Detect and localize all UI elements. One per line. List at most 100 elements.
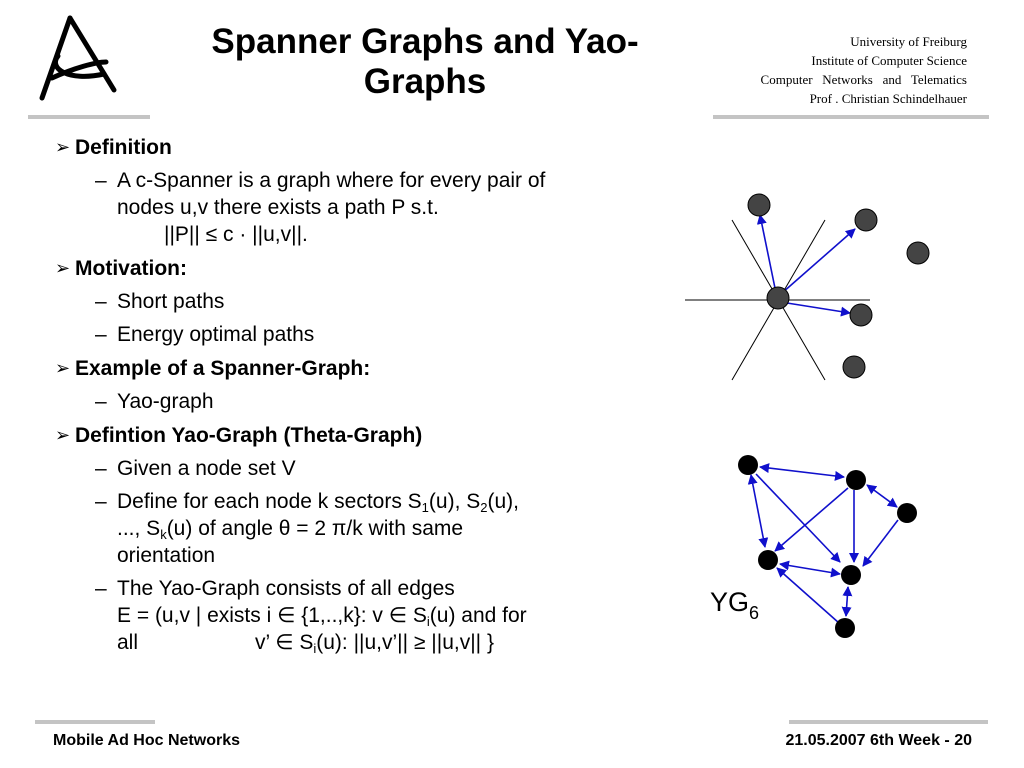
subscript: i	[426, 614, 430, 629]
graph-node	[849, 303, 873, 327]
sub-bullet-definition: – A c-Spanner is a graph where for every…	[55, 167, 695, 248]
dash: –	[95, 323, 107, 346]
edge-arrow	[866, 484, 898, 508]
text-line: all v’ ∈ Si(u): ||u,v’|| ≥ ||u,v|| }	[117, 629, 695, 656]
institution-line-3: Computer Networks and Telematics	[760, 72, 967, 87]
graph-node	[835, 618, 855, 638]
graph-node	[766, 286, 790, 310]
dash: –	[95, 577, 107, 600]
sub-bullet-edges: – The Yao-Graph consists of all edges E …	[55, 575, 695, 656]
sector-graph-diagram	[685, 193, 878, 381]
dash: –	[95, 390, 107, 413]
dash: –	[95, 490, 107, 513]
yao-graph-diagram	[738, 455, 917, 638]
isolated-node	[906, 241, 930, 265]
dash: –	[95, 169, 107, 192]
graph-node	[846, 470, 866, 490]
text-run: Define for each node k sectors S	[117, 490, 422, 513]
graph-node	[758, 550, 778, 570]
label-text: YG	[710, 587, 750, 617]
spanner-formula: ||P|| ≤ c · ||u,v||.	[164, 223, 308, 246]
institution-line-2: Institute of Computer Science	[811, 53, 967, 68]
yao-graph-label: YG6	[710, 587, 759, 622]
label-subscript: 6	[749, 603, 760, 623]
bullet-arrow-icon: ➢	[55, 358, 71, 378]
text-line: E = (u,v | exists i ∈ {1,..,k}: v ∈ Si(u…	[117, 602, 695, 629]
subscript: 2	[480, 500, 488, 515]
bullet-arrow-icon: ➢	[55, 258, 71, 278]
institution-line-1: University of Freiburg	[850, 34, 967, 49]
text-run: (u), S	[428, 490, 481, 513]
text-line: ..., Sk(u) of angle θ = 2 π/k with same	[117, 515, 695, 542]
text-run: (u): ||u,v’|| ≥ ||u,v|| }	[316, 631, 494, 654]
sub-bullet: – Energy optimal paths	[55, 321, 695, 348]
text-run: (u) and for	[429, 604, 527, 627]
edge-arrow	[755, 473, 841, 563]
bullet-heading: Example of a Spanner-Graph:	[75, 357, 371, 380]
title-line-2: Graphs	[363, 62, 487, 101]
footer-divider-left	[35, 720, 155, 724]
edge-arrow	[747, 474, 769, 548]
text-line: orientation	[117, 544, 216, 567]
text-line: Define for each node k sectors S1(u), S2…	[117, 488, 695, 515]
bullet-definition: ➢ Definition	[55, 134, 695, 161]
title-line-1: Spanner Graphs and Yao-	[211, 22, 639, 61]
subscript: 1	[421, 500, 429, 515]
footer-divider-right	[789, 720, 988, 724]
bullet-heading: Definition	[75, 136, 172, 159]
slide-body: ➢ Definition – A c-Spanner is a graph wh…	[55, 134, 695, 656]
text-run: (u) of angle θ = 2 π/k with same	[166, 517, 464, 540]
sub-bullet: – Yao-graph	[55, 388, 695, 415]
edge-arrow	[841, 586, 853, 617]
dash: –	[95, 290, 107, 313]
graph-node	[747, 193, 771, 217]
text-run: v’ ∈ S	[255, 631, 314, 654]
university-logo	[39, 15, 117, 101]
header-divider-left	[28, 115, 150, 119]
edge-arrow	[781, 228, 856, 294]
text-line: Yao-graph	[117, 390, 214, 413]
subscript: i	[313, 641, 317, 656]
graph-node	[842, 355, 866, 379]
bullet-motivation: ➢ Motivation:	[55, 255, 695, 282]
graph-node	[738, 455, 758, 475]
graph-node	[841, 565, 861, 585]
footer-course: Mobile Ad Hoc Networks	[53, 732, 240, 749]
bullet-heading: Defintion Yao-Graph (Theta-Graph)	[75, 424, 423, 447]
institution-block: University of Freiburg Institute of Comp…	[707, 32, 967, 108]
edge-arrow	[786, 302, 851, 317]
bullet-arrow-icon: ➢	[55, 137, 71, 157]
bullet-heading: Motivation:	[75, 257, 187, 280]
graph-node	[897, 503, 917, 523]
text-line: Short paths	[117, 290, 225, 313]
institution-line-4: Prof . Christian Schindelhauer	[809, 91, 967, 106]
text-run: (u),	[487, 490, 519, 513]
slide-title: Spanner Graphs and Yao- Graphs	[175, 22, 675, 102]
text-run: E = (u,v | exists i ∈ {1,..,k}: v ∈ S	[117, 604, 427, 627]
graph-node	[854, 208, 878, 232]
edge-arrow	[774, 487, 849, 552]
bullet-arrow-icon: ➢	[55, 425, 71, 445]
bullet-yao-definition: ➢ Defintion Yao-Graph (Theta-Graph)	[55, 422, 695, 449]
sub-bullet-sectors: – Define for each node k sectors S1(u), …	[55, 488, 695, 569]
text-line: nodes u,v there exists a path P s.t.	[117, 196, 439, 219]
text-line: A c-Spanner is a graph where for every p…	[117, 169, 546, 192]
edge-arrow	[862, 519, 899, 567]
subscript: k	[160, 527, 167, 542]
dash: –	[95, 457, 107, 480]
footer-date-page: 21.05.2007 6th Week - 20	[785, 732, 973, 749]
text-run: all	[117, 631, 139, 654]
sub-bullet: – Given a node set V	[55, 455, 695, 482]
bullet-example: ➢ Example of a Spanner-Graph:	[55, 355, 695, 382]
header-divider-right	[713, 115, 989, 119]
sub-bullet: – Short paths	[55, 288, 695, 315]
edge-arrow	[759, 463, 845, 481]
text-line: The Yao-Graph consists of all edges	[117, 577, 455, 600]
text-run: ..., S	[117, 517, 161, 540]
edge-arrow	[779, 560, 841, 578]
text-line: Energy optimal paths	[117, 323, 315, 346]
text-line: Given a node set V	[117, 457, 296, 480]
edge-arrow	[756, 214, 777, 294]
edge-arrow	[776, 567, 840, 624]
graph-node	[906, 241, 930, 265]
